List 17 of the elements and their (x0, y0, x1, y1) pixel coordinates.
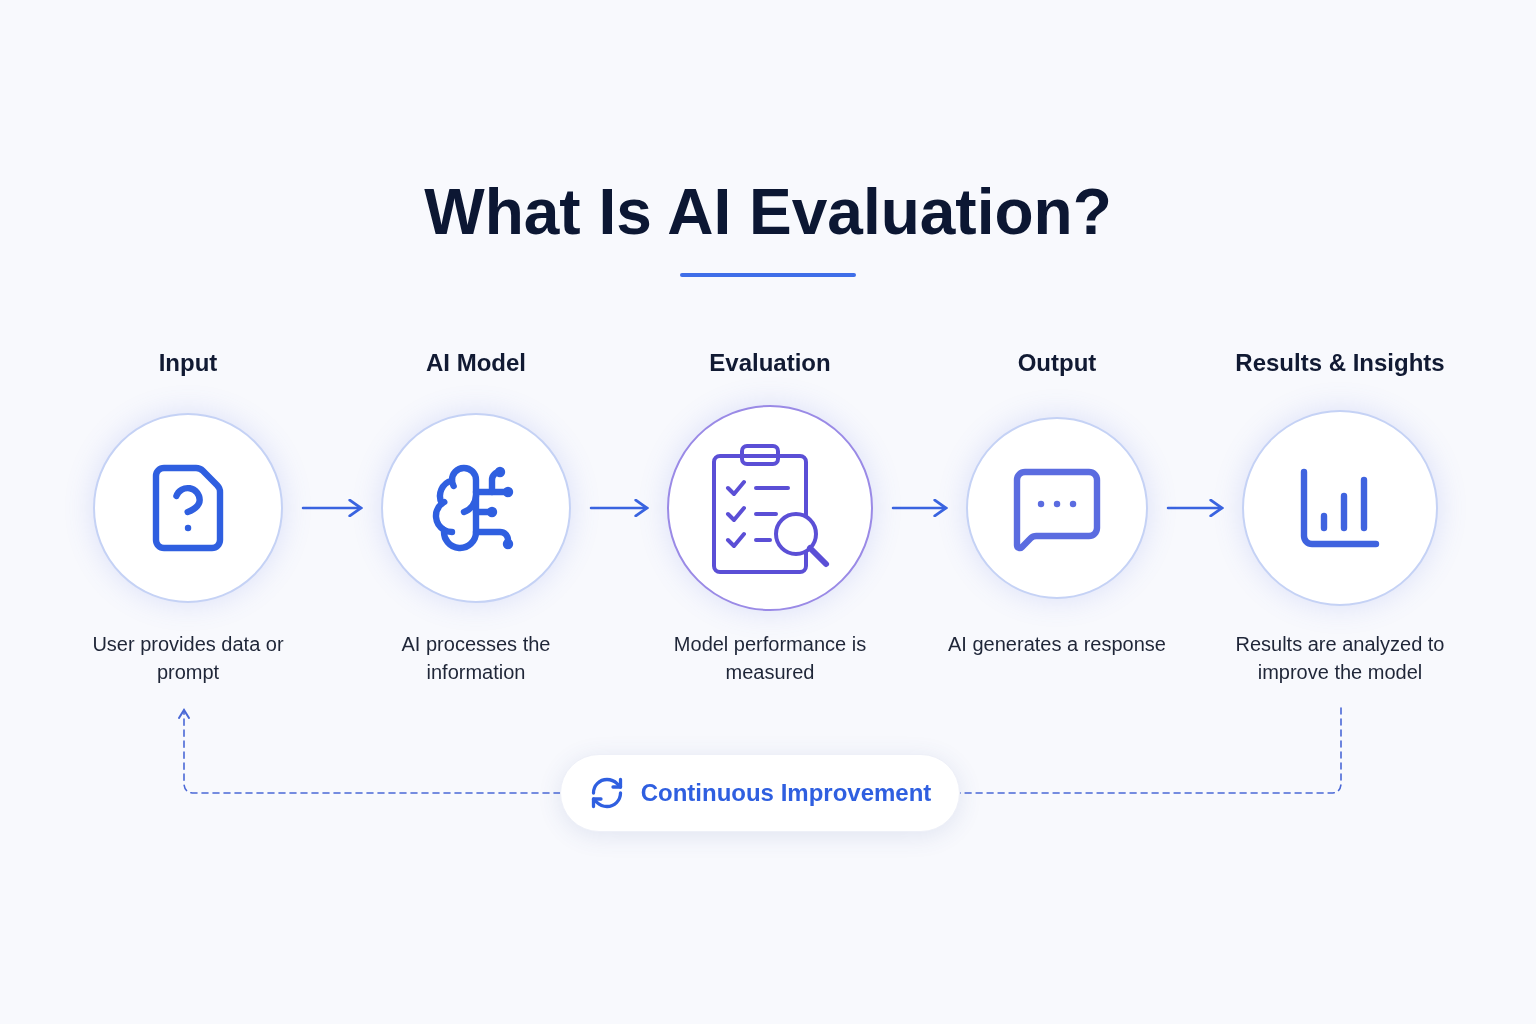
step-heading: Output (1017, 348, 1097, 378)
step-description: Results are analyzed to improve the model (1234, 632, 1446, 685)
step-heading: AI Model (426, 348, 526, 378)
title: What Is AI Evaluation? (423, 175, 1113, 250)
step-description: AI processes the information (400, 632, 552, 685)
arrow (589, 498, 649, 518)
pill-label: Continuous Improvement (640, 778, 932, 808)
step-heading: Evaluation (709, 348, 831, 378)
step-heading: Input (158, 348, 218, 378)
arrow (891, 498, 948, 518)
arrow (301, 498, 363, 518)
arrow (1166, 498, 1224, 518)
step-description: Model performance is measured (672, 632, 868, 685)
step-description: User provides data or prompt (91, 632, 285, 685)
step-description: AI generates a response (947, 632, 1167, 657)
dashed-connector (178, 709, 561, 794)
step-heading: Results & Insights (1235, 348, 1445, 378)
